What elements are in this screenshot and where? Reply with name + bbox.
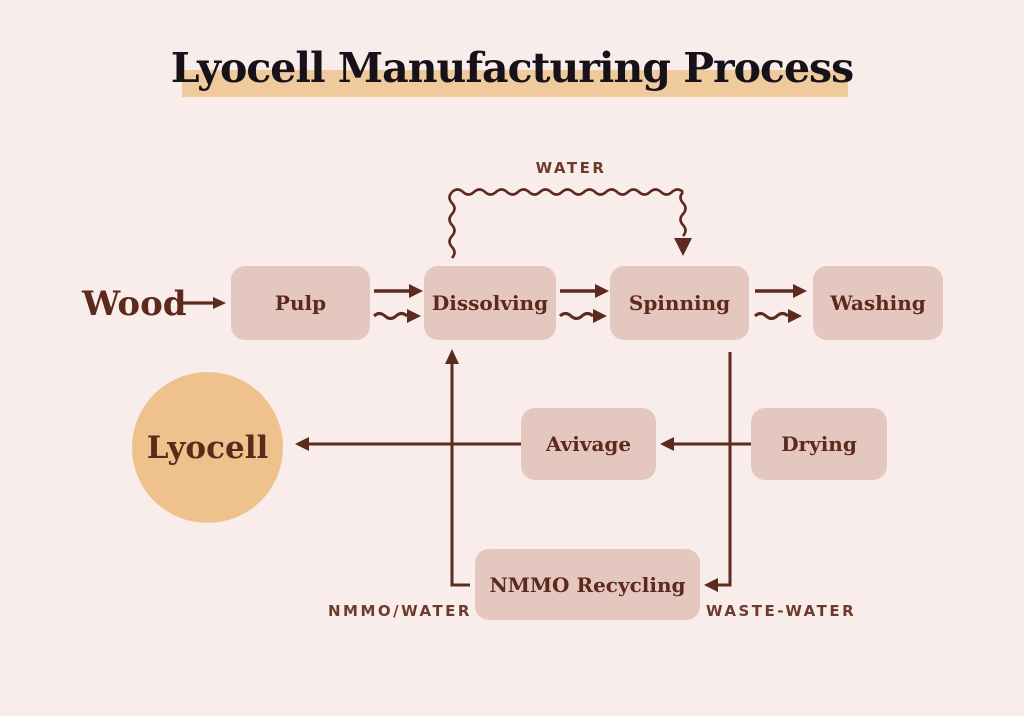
process-box-pulp: Pulp <box>231 266 370 340</box>
page-title: Lyocell Manufacturing Process <box>170 44 854 92</box>
title-highlight-bar <box>182 70 848 97</box>
arrow-dissolving-to-spinning <box>558 284 609 323</box>
waste-water-stream-label: WASTE-WATER <box>706 602 857 620</box>
lyocell-product-circle: Lyocell <box>132 372 283 523</box>
arrow-wood-to-pulp <box>180 297 226 309</box>
nmmo-water-stream-label: NMMO/WATER <box>328 602 472 620</box>
arrow-water-to-spinning <box>448 188 692 259</box>
process-box-avivage: Avivage <box>521 408 656 480</box>
process-box-drying: Drying <box>751 408 887 480</box>
process-box-nmmo-recycling: NMMO Recycling <box>475 549 700 620</box>
process-box-dissolving: Dissolving <box>424 266 556 340</box>
arrow-avivage-to-lyocell <box>295 437 521 451</box>
water-stream-label: WATER <box>535 159 607 177</box>
arrow-pulp-to-dissolving <box>372 284 423 323</box>
arrow-spinning-to-washing <box>753 284 807 323</box>
process-box-spinning: Spinning <box>610 266 749 340</box>
wood-label: Wood <box>82 284 187 324</box>
arrow-wastewater-to-nmmo <box>704 352 732 592</box>
arrow-drying-to-avivage <box>660 437 751 451</box>
process-box-washing: Washing <box>813 266 943 340</box>
arrow-nmmo-to-dissolving <box>445 349 470 587</box>
